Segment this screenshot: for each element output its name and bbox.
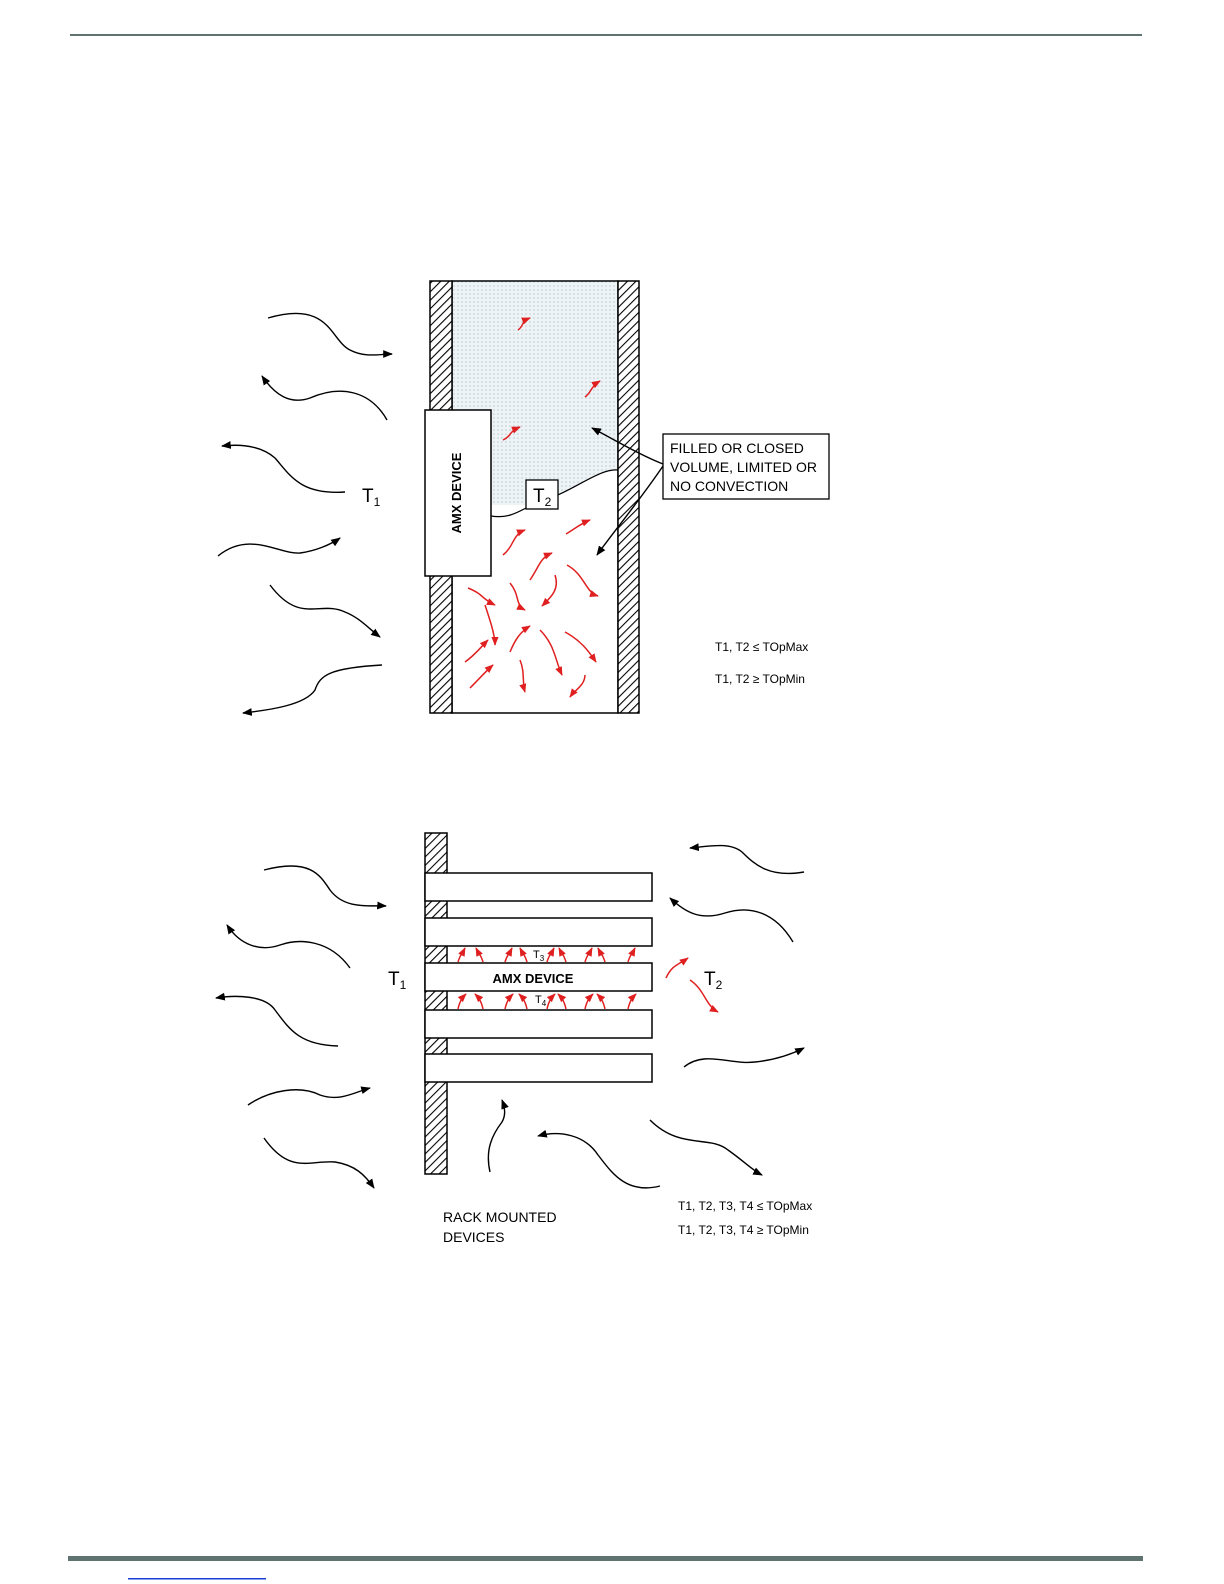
air-arrow xyxy=(227,925,350,968)
condition-min: T1, T2, T3, T4 ≥ TOpMin xyxy=(678,1223,809,1237)
air-arrow xyxy=(216,996,338,1046)
rack-unit xyxy=(425,918,652,946)
callout-line-1: FILLED OR CLOSED xyxy=(670,440,804,456)
t1-label: T1 xyxy=(388,969,407,992)
heat-arrow xyxy=(547,948,554,962)
heat-arrow xyxy=(666,958,688,978)
heat-arrow xyxy=(519,994,527,1009)
t2-label: T2 xyxy=(704,969,723,992)
air-arrow xyxy=(222,445,345,492)
condition-max: T1, T2, T3, T4 ≤ TOpMax xyxy=(678,1199,812,1213)
air-arrow xyxy=(650,1120,762,1175)
air-arrow xyxy=(670,898,793,942)
t4-label: T4 xyxy=(535,994,547,1008)
heat-arrow xyxy=(520,948,527,962)
heat-arrow xyxy=(475,994,483,1009)
right-wall-hatch xyxy=(618,281,639,713)
callout-line-3: NO CONVECTION xyxy=(670,478,788,494)
rack-label-line-1: RACK MOUNTED xyxy=(443,1209,557,1225)
heat-arrow xyxy=(628,994,636,1009)
rack-unit xyxy=(425,1054,652,1082)
air-arrow xyxy=(488,1100,504,1172)
header-rule xyxy=(70,34,1142,36)
air-arrow xyxy=(270,585,380,637)
top-diagram: AMX DEVICE T2 T1 FILLED OR CLOSED VOLUME… xyxy=(218,281,829,713)
air-arrow xyxy=(248,1088,370,1105)
amx-device-label: AMX DEVICE xyxy=(493,971,574,986)
heat-arrow xyxy=(559,948,566,962)
heat-arrow xyxy=(628,948,635,962)
footer-rule xyxy=(68,1556,1143,1561)
rack-unit xyxy=(425,873,652,901)
condition-max: T1, T2 ≤ TOpMax xyxy=(715,640,808,654)
bottom-diagram: AMX DEVICE T3 T4 T1 T2 RACK MOUNTED DEVI… xyxy=(216,833,812,1245)
callout-line-2: VOLUME, LIMITED OR xyxy=(670,459,817,475)
heat-arrow xyxy=(558,994,566,1009)
air-arrow xyxy=(243,665,382,713)
rack-unit xyxy=(425,1010,652,1038)
air-arrow xyxy=(268,313,392,355)
t3-label: T3 xyxy=(533,949,545,963)
heat-arrow xyxy=(547,994,555,1009)
heat-arrow xyxy=(458,994,466,1009)
air-arrow xyxy=(264,866,386,906)
heat-arrow xyxy=(585,994,593,1009)
heat-arrow xyxy=(458,948,465,962)
heat-arrow xyxy=(585,948,592,962)
t1-label: T1 xyxy=(362,486,381,509)
heat-arrow xyxy=(598,948,605,962)
heat-arrow xyxy=(476,948,483,962)
heat-arrow xyxy=(505,948,512,962)
air-arrow xyxy=(538,1134,660,1188)
air-arrow xyxy=(684,1048,804,1067)
amx-device-label: AMX DEVICE xyxy=(449,452,464,533)
heat-arrow xyxy=(505,994,513,1009)
heat-arrow xyxy=(597,994,605,1009)
air-arrow xyxy=(218,538,340,556)
rack-label-line-2: DEVICES xyxy=(443,1229,504,1245)
air-arrow xyxy=(262,376,387,420)
air-arrow xyxy=(264,1138,374,1188)
air-arrow xyxy=(690,846,804,874)
footer-link-underline[interactable] xyxy=(128,1578,266,1580)
condition-min: T1, T2 ≥ TOpMin xyxy=(715,672,805,686)
